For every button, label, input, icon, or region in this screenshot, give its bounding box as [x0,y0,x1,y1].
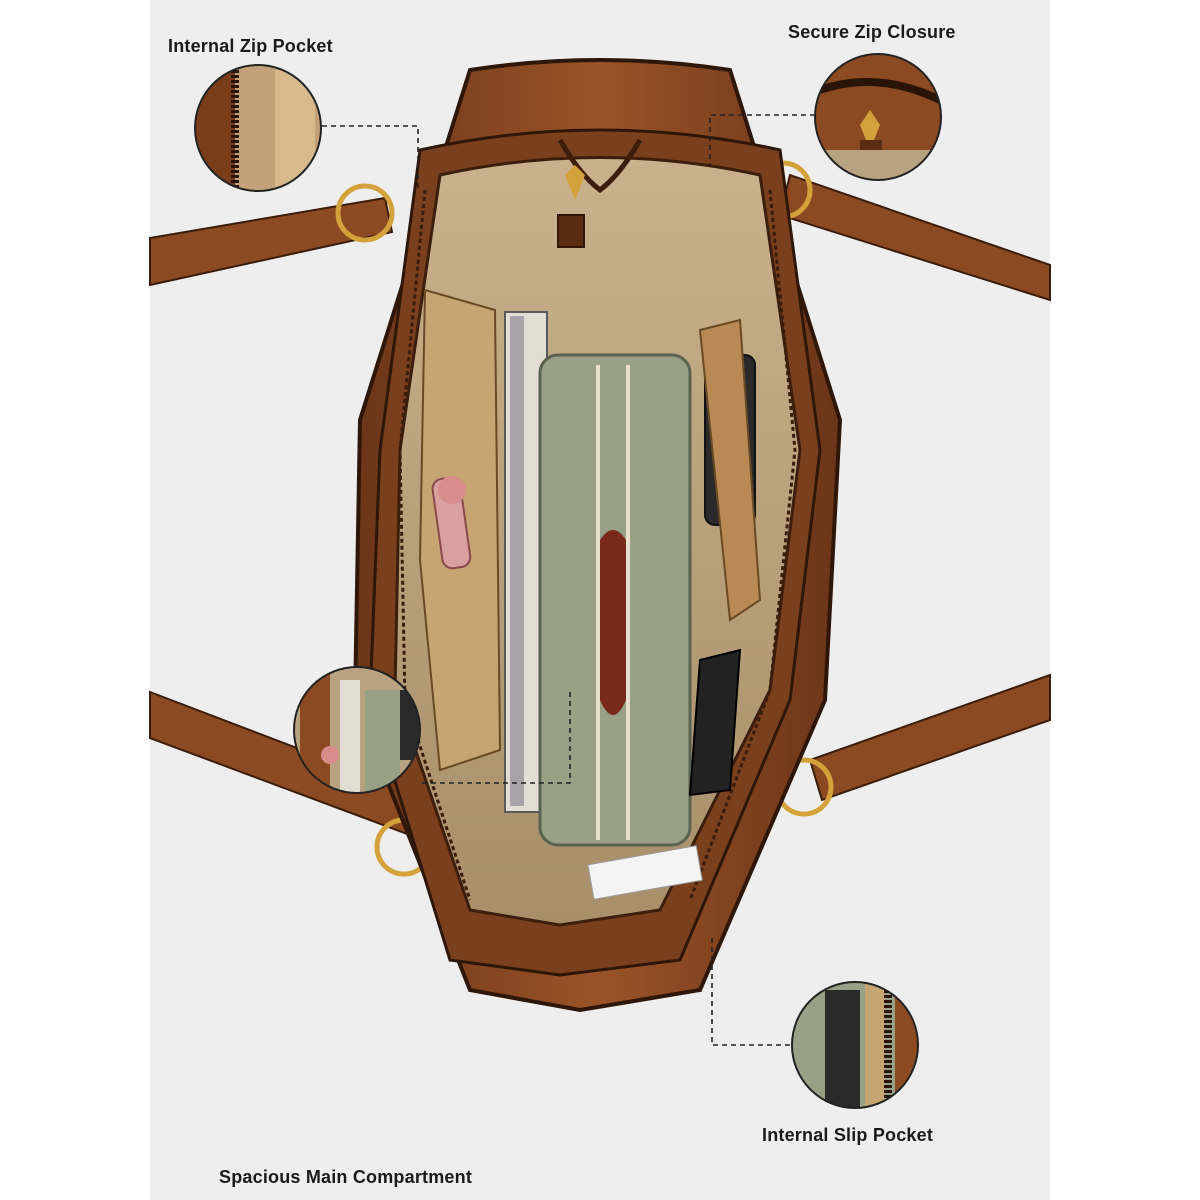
top-right-strap [753,160,1051,302]
top-left-strap [149,183,395,287]
connector-main-compartment [422,690,571,784]
connector-internal-zip-pocket [322,125,419,190]
zip-pocket-detail-circle [194,64,322,192]
internal-zip-pocket-label: Internal Zip Pocket [168,36,333,56]
connector-secure-zip-closure [709,114,815,165]
internal-slip-pocket-label: Internal Slip Pocket [762,1125,934,1145]
spacious-main-compartment-label: Spacious Main Compartment [219,1167,473,1187]
connector-internal-slip-pocket [711,935,790,1046]
slip-pocket-detail-circle [791,981,919,1109]
callout-connectors [322,114,815,1046]
secure-zip-closure-label: Secure Zip Closure [788,22,956,42]
main-compartment-detail-circle [293,666,421,794]
zip-closure-detail-circle [814,53,942,181]
bag-contents [418,288,762,900]
